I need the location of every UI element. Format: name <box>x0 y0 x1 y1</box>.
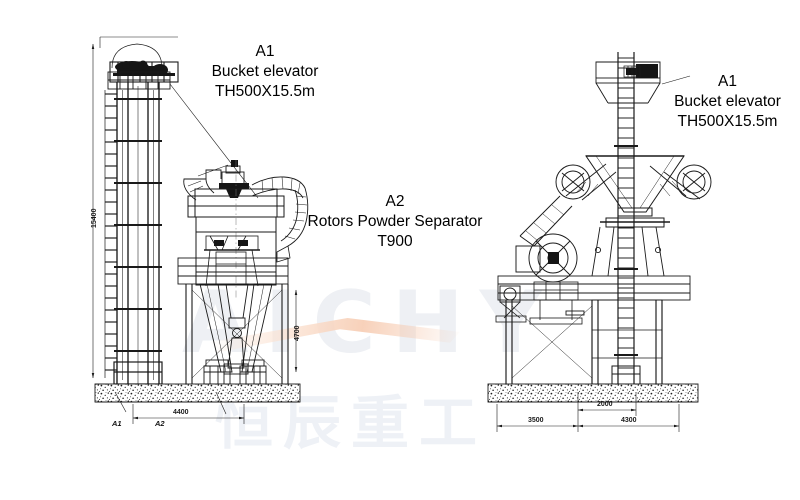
label-a1-right-tag: A1 <box>718 73 737 90</box>
label-a2-model: T900 <box>377 233 413 250</box>
right-assembly-graphic <box>495 52 712 385</box>
label-a1-right-name: Bucket elevator <box>674 93 781 110</box>
elevator-ladder <box>105 93 117 371</box>
label-a2-tag: A2 <box>385 193 405 210</box>
leader-line-a1-right <box>661 75 691 85</box>
left-bucket-elevator-graphic <box>104 43 179 385</box>
dimension-right-inner: 2000 <box>597 401 613 408</box>
label-a2-name: Rotors Powder Separator <box>307 213 483 230</box>
leader-line-a2 <box>197 164 229 177</box>
label-a2-rotor-powder-separator: A2 Rotors Powder Separator T900 <box>295 192 495 252</box>
callout-a1-small: A1 <box>112 419 122 428</box>
label-a1-left-bucket-elevator: A1 Bucket elevator TH500X15.5m <box>180 42 350 102</box>
dimension-left-base-width: 4400 <box>173 409 189 416</box>
label-a1-left-model: TH500X15.5m <box>215 83 315 100</box>
label-a1-right-bucket-elevator: A1 Bucket elevator TH500X15.5m <box>655 72 800 132</box>
leader-line-a1-left <box>169 83 259 199</box>
left-foundation <box>94 383 301 403</box>
dimension-left-height: 15400 <box>91 208 98 228</box>
right-foundation <box>487 383 699 403</box>
label-a1-left-tag: A1 <box>255 43 275 60</box>
dimension-mid-height: 4700 <box>294 325 301 341</box>
rotor-powder-separator-graphic <box>177 160 309 385</box>
label-a1-left-name: Bucket elevator <box>211 63 319 80</box>
right-dimension-lines <box>496 392 680 432</box>
right-tower-ladder <box>618 57 634 369</box>
callout-a2-small: A2 <box>155 419 165 428</box>
label-a1-right-model: TH500X15.5m <box>677 113 778 130</box>
dimension-right-right-span: 4300 <box>621 417 637 424</box>
left-dimension-lines <box>91 36 298 424</box>
dimension-right-left-span: 3500 <box>528 417 544 424</box>
